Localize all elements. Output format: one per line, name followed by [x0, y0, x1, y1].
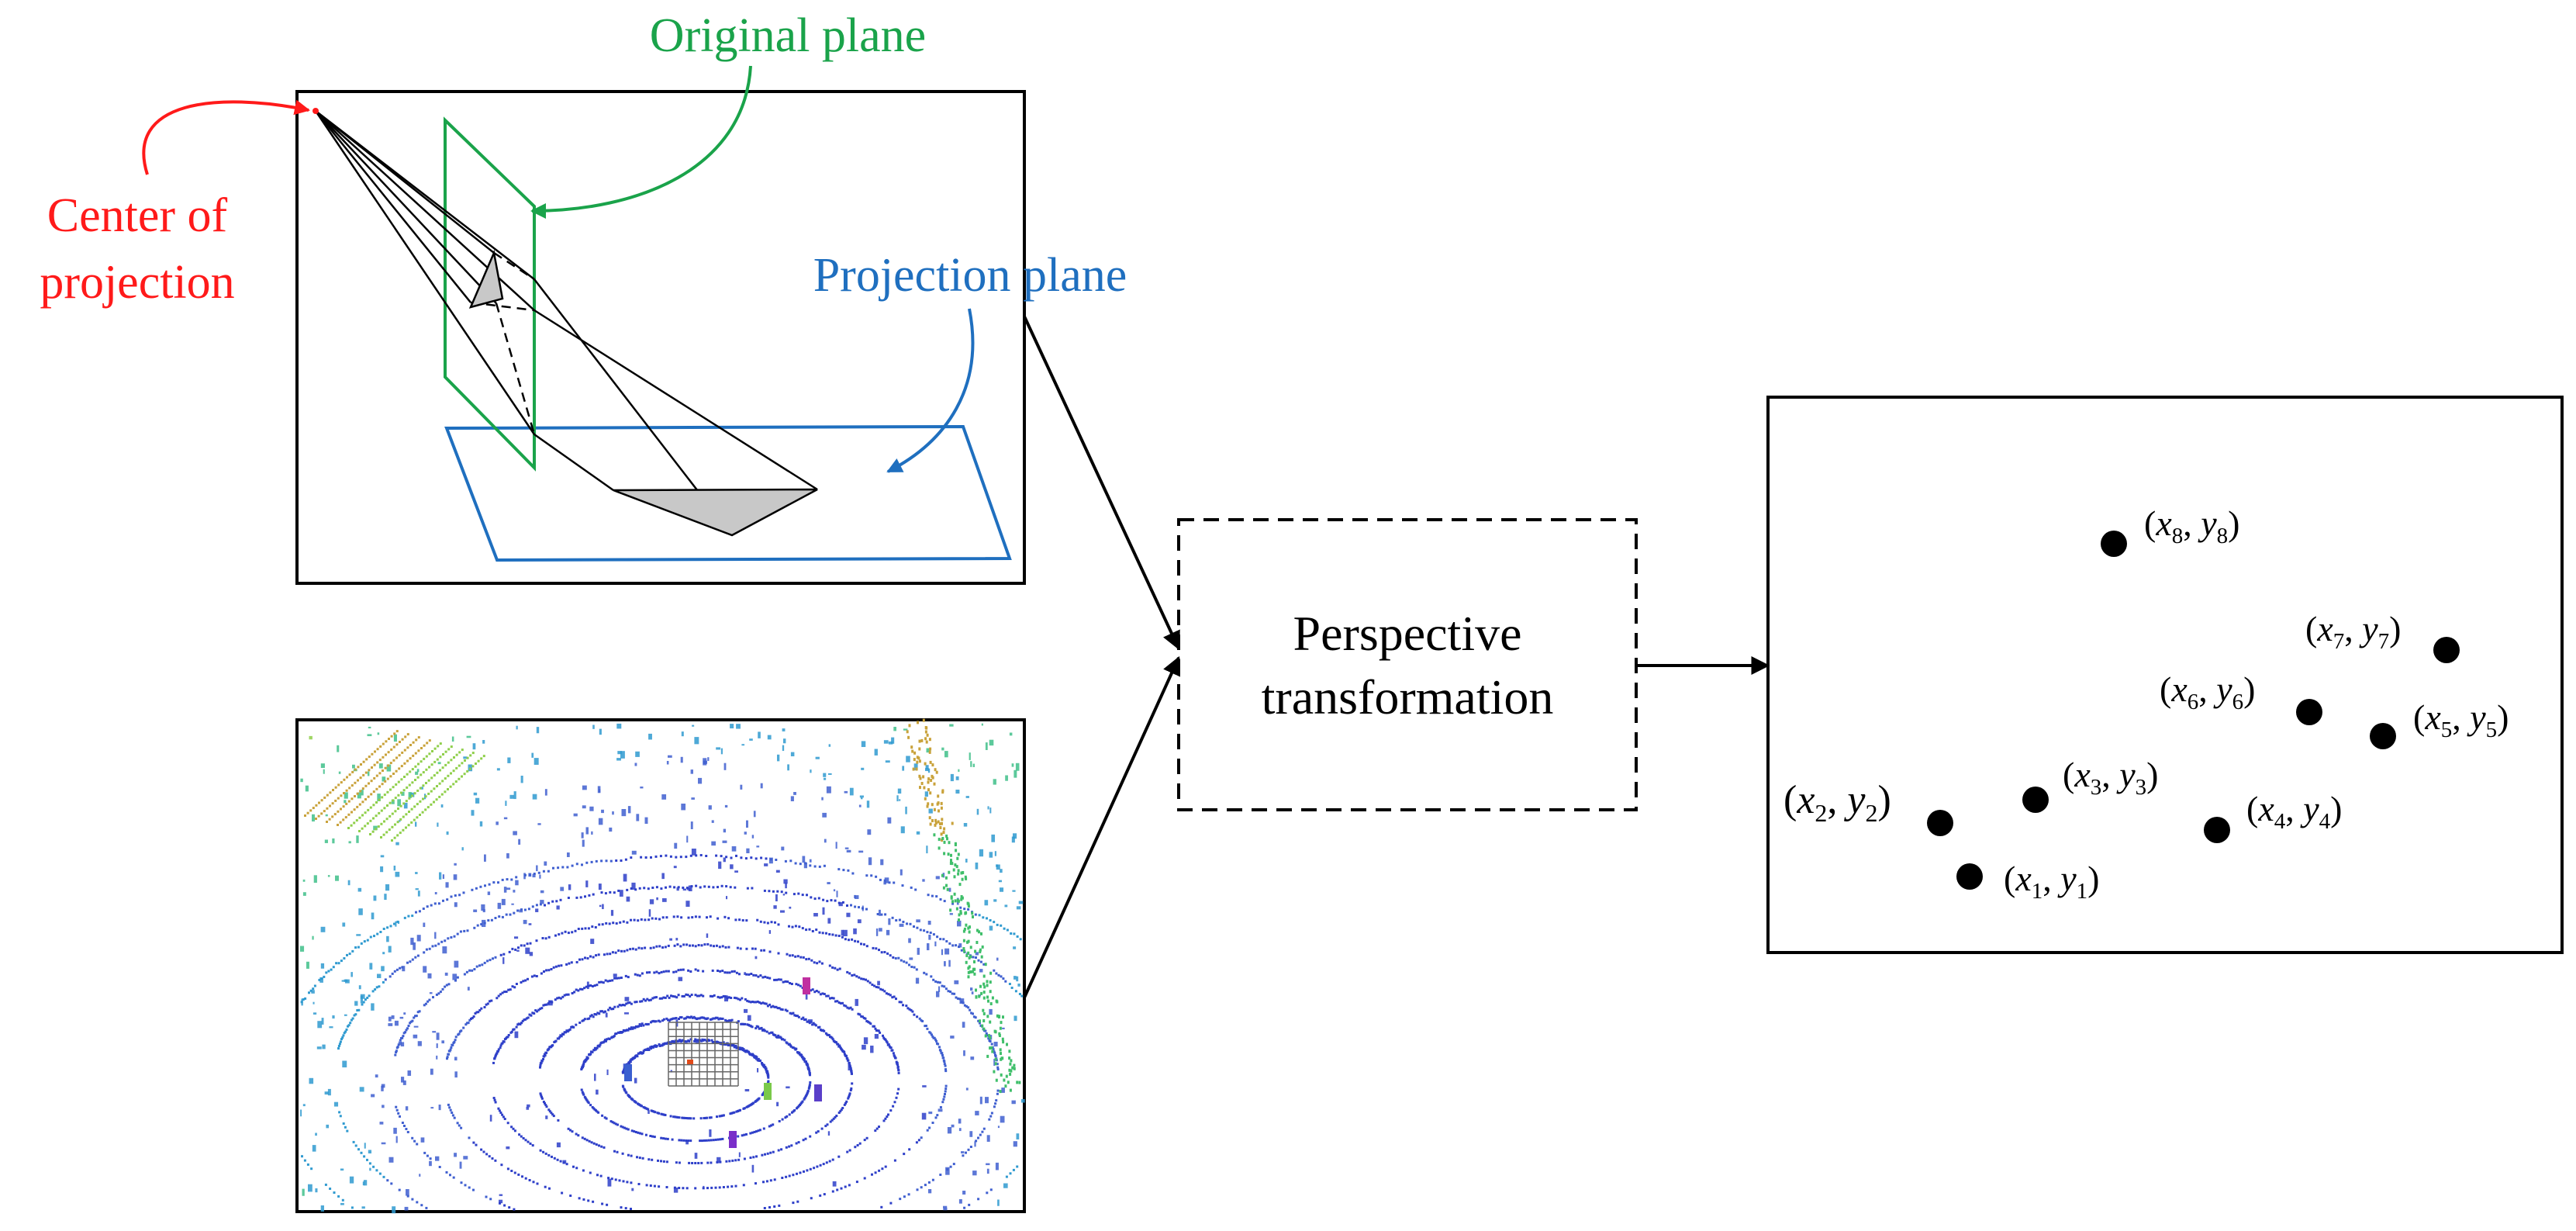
projection-rays: [314, 110, 818, 536]
point-cloud-image: [300, 718, 1025, 1214]
coordinate-point-3: [2022, 787, 2049, 813]
projection-geometry-panel: [295, 90, 1026, 585]
coordinate-label-3: (x3, y3): [2063, 755, 2159, 800]
coordinate-label-4: (x4, y4): [2246, 789, 2343, 834]
center-of-projection-point: [313, 108, 319, 114]
coordinate-label-8: (x8, y8): [2144, 503, 2240, 548]
output-points-panel: [1766, 396, 2564, 954]
center-label-line1: Center of: [47, 189, 228, 242]
coordinate-point-4: [2204, 817, 2230, 843]
coordinate-label-6: (x6, y6): [2160, 669, 2256, 714]
projection-plane-callout-arrow: [886, 308, 975, 473]
arrow-from-point-cloud: [1023, 655, 1180, 998]
original-plane-shape: [444, 116, 536, 472]
center-label-line2: projection: [40, 256, 234, 309]
projection-plane-shape: [444, 424, 1012, 562]
transform-label-line1: Perspective: [1293, 606, 1522, 661]
coordinate-point-2: [1927, 810, 1953, 836]
projected-triangle: [613, 488, 818, 537]
point-cloud-panel: [295, 718, 1026, 1213]
coordinate-point-1: [1956, 863, 1983, 890]
arrow-from-geometry: [1023, 316, 1180, 651]
output-points: (x1, y1) (x2, y2) (x3, y3) (x4, y4) (x5, y5)…: [1784, 503, 2509, 904]
coordinate-point-5: [2370, 723, 2396, 749]
hidden-ray-segments: [470, 251, 536, 435]
original-plane-callout-arrow: [530, 65, 752, 219]
perspective-transformation-box: [1177, 518, 1638, 811]
coordinate-point-7: [2433, 637, 2460, 663]
coordinate-label-7: (x7, y7): [2305, 609, 2402, 654]
original-plane-label: Original plane: [650, 9, 926, 62]
projection-plane-label: Projection plane: [813, 249, 1127, 302]
coordinate-label-2: (x2, y2): [1784, 778, 1891, 827]
coordinate-label-5: (x5, y5): [2413, 697, 2509, 742]
coordinate-point-8: [2101, 531, 2127, 557]
original-triangle: [468, 249, 504, 309]
coordinate-point-6: [2296, 699, 2322, 725]
center-callout-arrow: [142, 99, 310, 175]
coordinate-label-1: (x1, y1): [2004, 859, 2100, 904]
transform-label-line2: transformation: [1262, 669, 1554, 724]
